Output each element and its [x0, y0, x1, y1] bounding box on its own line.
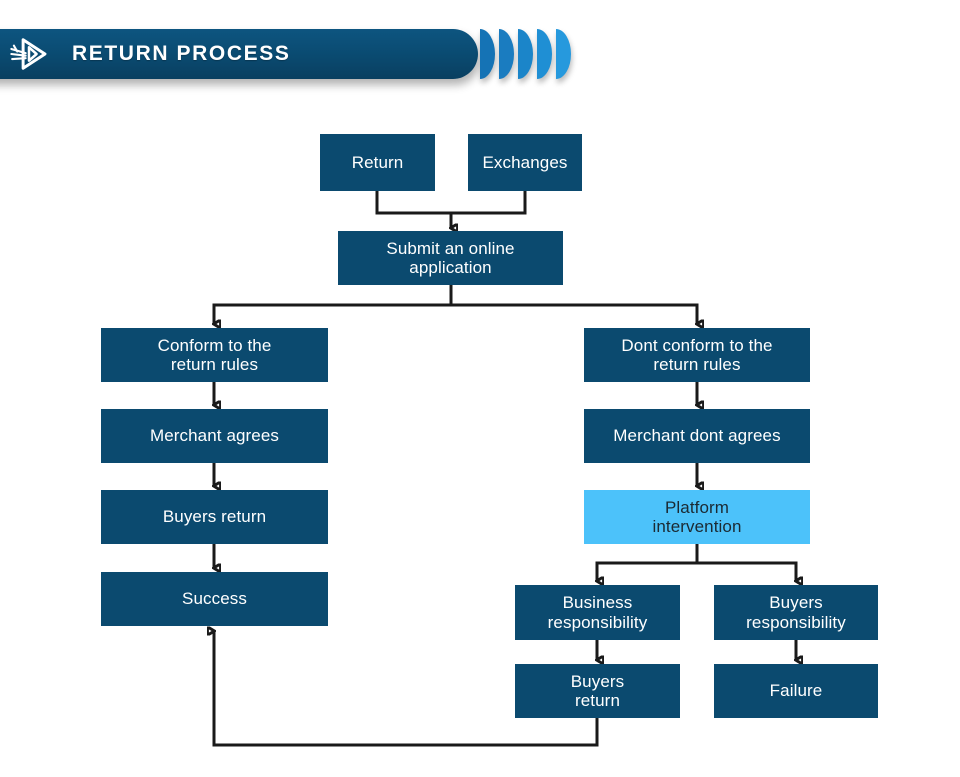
flow-node-success[interactable]: Success — [101, 572, 328, 626]
header-stripe-4 — [537, 29, 552, 79]
flow-node-buyers_resp[interactable]: Buyers responsibility — [714, 585, 878, 640]
flow-node-label: Platform intervention — [652, 497, 742, 536]
header-stripe-2 — [499, 29, 514, 79]
flow-node-merchant_agrees[interactable]: Merchant agrees — [101, 409, 328, 463]
flow-node-label: Return — [351, 152, 404, 172]
header-stripe-3 — [518, 29, 533, 79]
flow-node-business_resp[interactable]: Business responsibility — [515, 585, 680, 640]
header-stripe-1 — [480, 29, 495, 79]
flow-node-platform[interactable]: Platform intervention — [584, 490, 810, 544]
flow-node-merchant_dont_agrees[interactable]: Merchant dont agrees — [584, 409, 810, 463]
flow-node-label: Conform to the return rules — [157, 335, 272, 374]
flow-node-label: Buyers return — [570, 671, 625, 710]
header-stripe-group — [480, 29, 575, 79]
flow-node-buyers_return_left[interactable]: Buyers return — [101, 490, 328, 544]
flow-node-label: Exchanges — [482, 152, 568, 172]
flow-node-label: Merchant agrees — [149, 426, 280, 446]
flow-node-submit[interactable]: Submit an online application — [338, 231, 563, 285]
flow-node-return[interactable]: Return — [320, 134, 435, 191]
header-banner: RETURN PROCESS — [0, 29, 478, 79]
flow-node-label: Submit an online application — [386, 238, 515, 277]
flow-node-label: Buyers return — [162, 507, 267, 527]
flow-node-exchanges[interactable]: Exchanges — [468, 134, 582, 191]
flow-node-dont_conform[interactable]: Dont conform to the return rules — [584, 328, 810, 382]
flow-node-buyers_return_bottom[interactable]: Buyers return — [515, 664, 680, 718]
page-title: RETURN PROCESS — [72, 42, 291, 65]
flow-node-conform[interactable]: Conform to the return rules — [101, 328, 328, 382]
play-triangle-dart-icon — [10, 38, 47, 70]
flow-node-label: Business responsibility — [547, 593, 648, 632]
flow-node-label: Merchant dont agrees — [613, 426, 781, 446]
header-stripe-5 — [556, 29, 571, 79]
flow-node-label: Buyers responsibility — [746, 593, 846, 632]
flow-node-failure[interactable]: Failure — [714, 664, 878, 718]
flow-node-label: Success — [182, 589, 247, 609]
flow-node-label: Dont conform to the return rules — [621, 335, 773, 374]
flow-node-label: Failure — [769, 681, 823, 701]
